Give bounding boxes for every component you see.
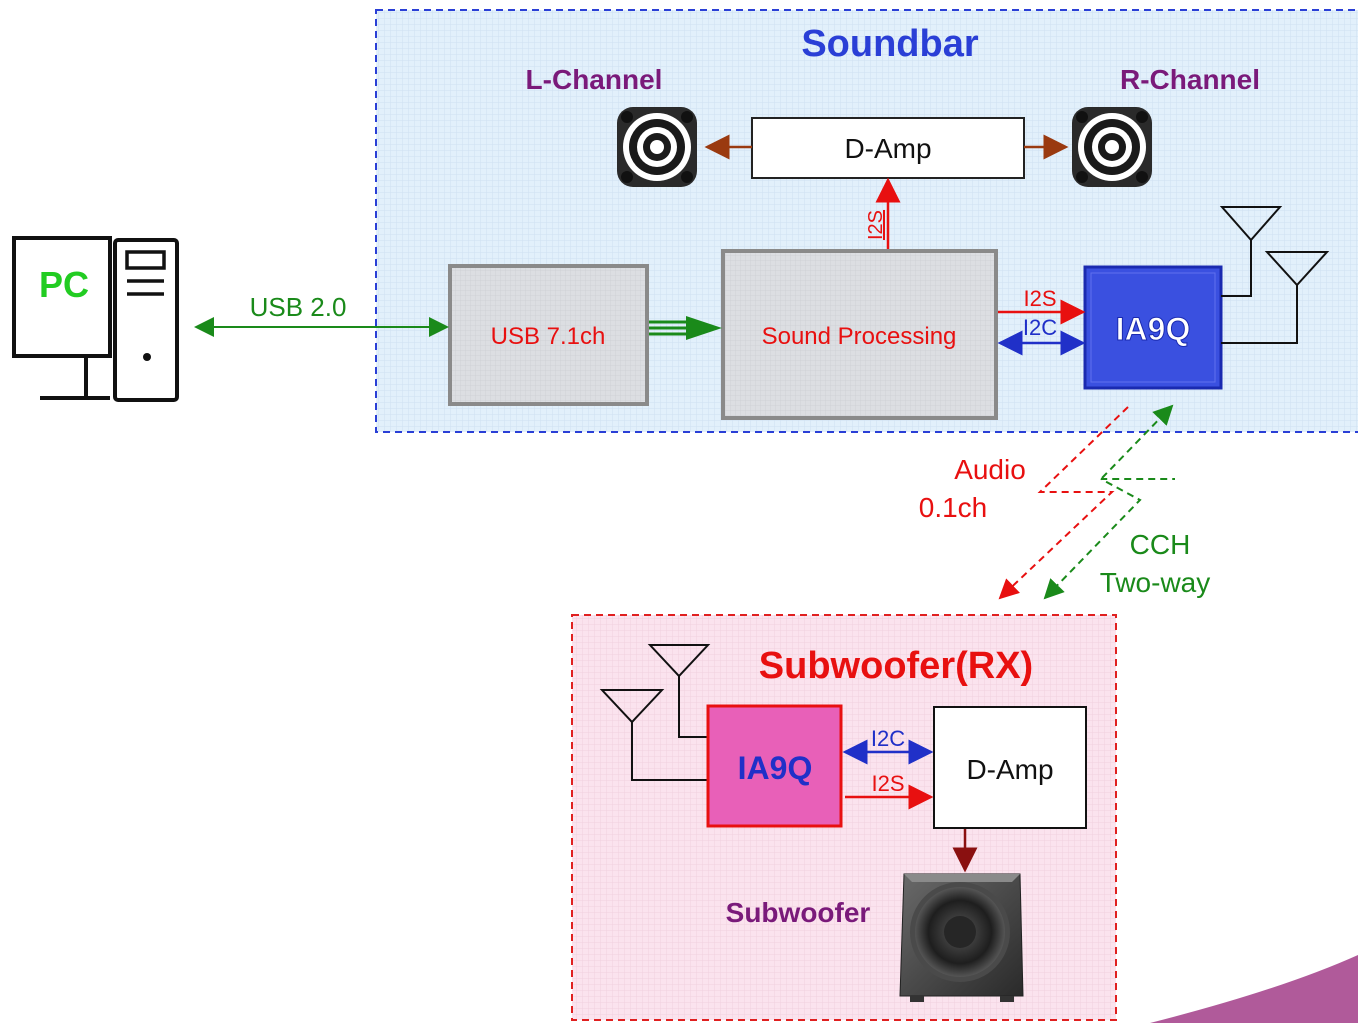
cch-wireless-link-lower xyxy=(1043,478,1175,600)
i2s-bottom-label: I2S xyxy=(871,771,904,796)
subwoofer-speaker-icon xyxy=(899,873,1024,1002)
soundbar-antenna-2-icon xyxy=(1221,251,1330,344)
i2s-mid-label: I2S xyxy=(1023,286,1056,311)
corner-swoosh xyxy=(1150,955,1358,1023)
pc-icon xyxy=(12,236,179,402)
soundbar-ia9q-block xyxy=(1083,265,1223,390)
subwoofer-antenna-2-icon xyxy=(599,689,708,781)
soundbar-title: Soundbar xyxy=(801,23,979,65)
left-speaker-icon xyxy=(617,107,697,187)
i2s-top-label: I2S xyxy=(865,210,887,240)
subwoofer-ia9q-label: IA9Q xyxy=(738,750,813,786)
multi-channel-arrow xyxy=(649,316,722,340)
audio-label-line1: Audio xyxy=(954,454,1026,485)
cch-label-line2: Two-way xyxy=(1100,567,1210,598)
pc-label: PC xyxy=(39,264,89,305)
cch-label-line1: CCH xyxy=(1130,529,1191,560)
r-channel-label: R-Channel xyxy=(1120,64,1260,95)
soundbar-ia9q-inner xyxy=(1090,272,1216,383)
subwoofer-ia9q-block xyxy=(706,704,843,828)
usb-link-label: USB 2.0 xyxy=(250,292,347,322)
subwoofer-damp-block xyxy=(933,706,1087,829)
i2c-mid-label: I2C xyxy=(1023,315,1057,340)
right-speaker-icon xyxy=(1072,107,1152,187)
audio-wireless-link xyxy=(998,406,1129,600)
sound-processing-block xyxy=(721,249,998,420)
soundbar-antenna-1-icon xyxy=(1219,206,1283,297)
l-channel-label: L-Channel xyxy=(526,64,663,95)
cch-wireless-link-upper xyxy=(1101,404,1174,479)
subwoofer-damp-label: D-Amp xyxy=(966,754,1053,785)
audio-label-line2: 0.1ch xyxy=(919,492,988,523)
soundbar-damp-label: D-Amp xyxy=(844,133,931,164)
usb-block-label: USB 7.1ch xyxy=(491,323,606,350)
soundbar-ia9q-label: IA9Q xyxy=(1116,311,1191,347)
sound-processing-label: Sound Processing xyxy=(762,323,957,350)
i2c-bottom-label: I2C xyxy=(871,726,905,751)
usb-block xyxy=(448,264,649,406)
subwoofer-title: Subwoofer(RX) xyxy=(759,645,1033,687)
subwoofer-antenna-1-icon xyxy=(647,644,711,738)
subwoofer-label: Subwoofer xyxy=(726,897,871,928)
